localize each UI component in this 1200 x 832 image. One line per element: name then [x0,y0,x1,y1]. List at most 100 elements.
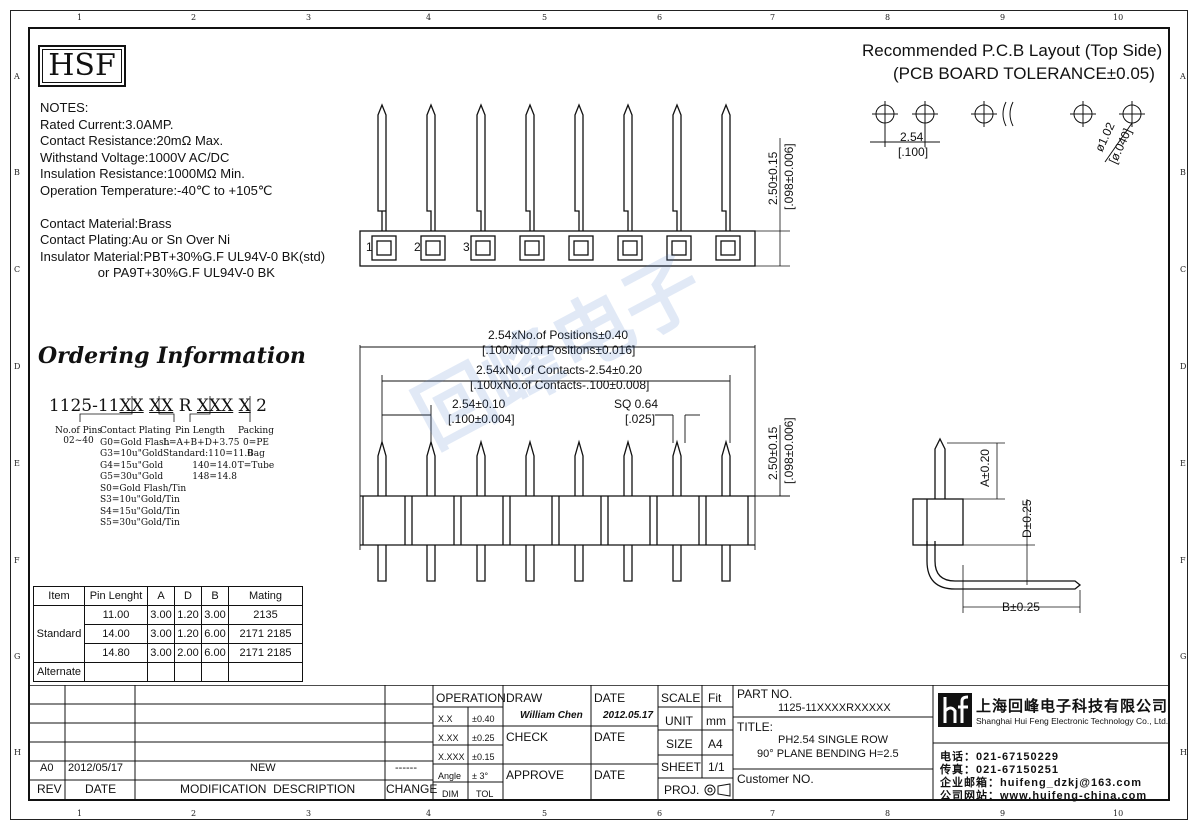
front-dim-contacts: 2.54xNo.of Contacts-2.54±0.20 [476,363,643,377]
approve-date-label: DATE [594,768,626,782]
ordering-code: 1125-11XX XX R XXX X 2 [48,396,267,416]
front-view-height-dim-in: [.098±0.006] [782,417,796,484]
draw-label: DRAW [506,691,543,705]
notes-line: Insulator Material:PBT+30%G.F UL94V-0 BK… [40,248,326,264]
unit-label: UNIT [665,714,693,728]
projection-symbol-icon [704,783,731,797]
customer-no-label: Customer NO. [737,772,814,786]
ordering-leader-lines [79,396,251,422]
table-cell: 3.00 [147,643,175,663]
notes-line: Contact Resistance:20mΩ Max. [40,133,224,148]
drawing-outer-frame [10,10,1188,820]
pcb-layout-drawing [870,101,1145,163]
th-d: D [174,586,202,606]
front-dim-positions: 2.54xNo.of Positions±0.40 [488,328,629,342]
check-date-label: DATE [594,730,626,744]
size-value: A4 [708,737,723,751]
top-view-pin-label: 1 [366,240,373,254]
table-cell: 1.20 [174,605,202,625]
dim-label: DIM [442,789,459,799]
table-cell: 3.00 [147,605,175,625]
table-cell: 2171 2185 [228,643,303,663]
notes-line: Operation Temperature:-40℃ to +105℃ [40,182,273,198]
notes-line: NOTES: [40,100,89,115]
proj-label: PROJ. [664,783,700,797]
operation-label: OPERATION [436,691,506,705]
scale-fit: Fit [708,691,722,705]
part-no-label: PART NO. [737,687,793,701]
rev-desc: NEW [250,762,276,774]
title-block-grid [28,685,1170,801]
th-a: A [147,586,175,606]
table-cell: 6.00 [201,643,229,663]
ordering-plating: Contact Plating G0=Gold Flash G3=10u"Gol… [100,426,187,528]
notes-line: Contact Material:Brass [40,215,172,231]
tol-label: Angle [438,771,462,781]
ordering-pins: No.of Pins 02~40 [55,426,102,446]
front-dim-positions-in: [.100xNo.of Positions±0.016] [482,343,636,357]
ordering-title: Ordering Information [38,343,306,369]
table-cell: 11.00 [84,605,148,625]
table-cell: 14.80 [84,643,148,663]
company-tel: 电话：021-67150229 [940,751,1059,763]
drawing-inner-frame [28,27,1170,801]
front-dim-square: SQ 0.64 [614,397,659,411]
drawer-signature: William Chen [520,710,583,721]
tol-header: TOL [476,789,494,799]
date-header: DATE [85,782,117,796]
company-logo-icon [938,693,972,727]
side-dim-a: A±0.20 [978,449,992,487]
group-standard: Standard [33,605,85,663]
table-cell: 2135 [228,605,303,625]
company-name-en: Shanghai Hui Feng Electronic Technology … [976,716,1169,726]
change-header: CHANGE [386,782,438,796]
unit-value: mm [706,714,726,728]
th-mating: Mating [228,586,303,606]
hsf-logo-text: HSF [48,48,116,83]
ordering-packing: Packing 0=PE Bag T=Tube [237,426,275,471]
table-cell: 1.20 [174,624,202,644]
front-view-height-dim: 2.50±0.15 [766,426,780,480]
front-dim-square-in: [.025] [625,412,656,426]
table-cell: 14.00 [84,624,148,644]
rev-change: ------ [395,762,417,774]
approve-label: APPROVE [506,768,565,782]
company-website: 公司网站：www.huifeng-china.com [940,790,1148,802]
th-pin-length: Pin Lenght [84,586,148,606]
pin-length-table: Item Pin Lenght A D B Mating Standard 11… [33,586,303,682]
side-dim-b: B±0.25 [1002,600,1040,614]
rev-value: A0 [40,762,54,774]
desc-header: MODIFICATION DESCRIPTION [180,782,356,796]
rev-date: 2012/05/17 [68,762,124,774]
notes-line: Insulation Resistance:1000MΩ Min. [40,166,245,181]
top-view-height-dim-in: [.098±0.006] [782,143,796,210]
check-label: CHECK [506,730,549,744]
pcb-pitch-dim-in: [.100] [898,145,929,159]
tol-label: X.XXX [438,752,465,762]
part-no-value: 1125-11XXXXRXXXXX [778,702,891,714]
tol-label: X.XX [438,733,459,743]
company-email: 企业邮箱：huifeng_dzkj@163.com [940,777,1142,789]
size-label: SIZE [666,737,693,751]
date-label: DATE [594,691,626,705]
table-cell: 2.00 [174,643,202,663]
tol-value: ± 3° [472,771,489,781]
title-label: TITLE: [737,720,774,734]
front-dim-contacts-in: [.100xNo.of Contacts-.100±0.008] [470,378,650,392]
tol-value: ±0.40 [472,714,495,724]
top-view-height-dim: 2.50±0.15 [766,151,780,205]
th-b: B [201,586,229,606]
front-dim-pitch-in: [.100±0.004] [448,412,515,426]
table-cell: 2171 2185 [228,624,303,644]
hsf-logo: HSF [38,45,126,87]
tol-label: X.X [438,714,453,724]
sheet-value: 1/1 [708,760,725,774]
ordering-length: Pin Length L=A+B+D+3.75 Standard:110=11.… [163,426,253,482]
notes-line: Contact Plating:Au or Sn Over Ni [40,232,231,247]
company-name-cn: 上海回峰电子科技有限公司 [976,698,1169,715]
top-view-pin-label: 3 [463,240,470,254]
draw-date: 2012.05.17 [603,710,654,721]
side-dim-d: D±0.25 [1020,499,1034,538]
notes-line: Withstand Voltage:1000V AC/DC [40,149,230,165]
top-view-pin-label: 2 [414,240,421,254]
